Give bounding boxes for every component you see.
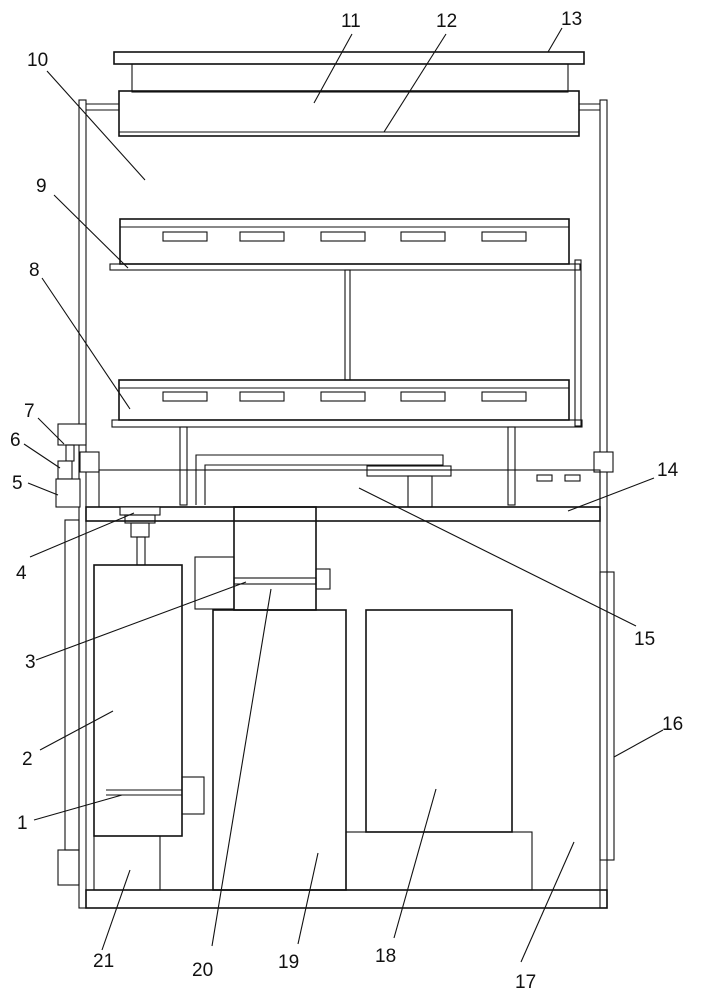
lower-tray	[111, 379, 583, 428]
label-14: 14	[657, 460, 679, 481]
pump-tank	[93, 564, 205, 837]
label-1: 1	[17, 813, 28, 834]
label-17: 17	[515, 972, 536, 993]
label-3: 3	[25, 652, 36, 673]
label-20: 20	[192, 960, 213, 981]
label-4: 4	[16, 563, 27, 584]
label-16: 16	[662, 714, 683, 735]
tank-base	[93, 835, 161, 891]
label-8: 8	[29, 260, 40, 281]
label-11: 11	[341, 11, 361, 32]
cabinet-floor	[85, 889, 608, 909]
frame-rods	[78, 99, 608, 909]
central-column	[194, 506, 331, 611]
label-19: 19	[278, 952, 299, 973]
label-15: 15	[634, 629, 655, 650]
label-7: 7	[24, 401, 35, 422]
label-9: 9	[36, 176, 47, 197]
base-plate	[85, 506, 601, 522]
storage-block-left	[212, 609, 347, 891]
label-5: 5	[12, 473, 23, 494]
label-6: 6	[10, 430, 21, 451]
label-12: 12	[436, 11, 457, 32]
lamp-housing	[118, 90, 580, 137]
impeller	[119, 506, 161, 566]
label-21: 21	[93, 951, 114, 972]
leader-lines	[23, 27, 664, 963]
control-box	[98, 465, 601, 508]
top-cover	[113, 51, 585, 93]
label-2: 2	[22, 749, 33, 770]
label-18: 18	[375, 946, 396, 967]
label-13: 13	[561, 9, 582, 30]
storage-block-right	[345, 609, 533, 891]
reference-labels: 11 12 13 10 9 8 7 6 5 4 14 15 3 16 2 1 2…	[10, 9, 683, 993]
tray-legs	[179, 426, 516, 506]
side-clamps	[55, 423, 614, 508]
upper-tray	[109, 218, 581, 271]
tray-supports	[344, 259, 582, 427]
label-10: 10	[27, 50, 48, 71]
side-panel	[57, 519, 615, 886]
